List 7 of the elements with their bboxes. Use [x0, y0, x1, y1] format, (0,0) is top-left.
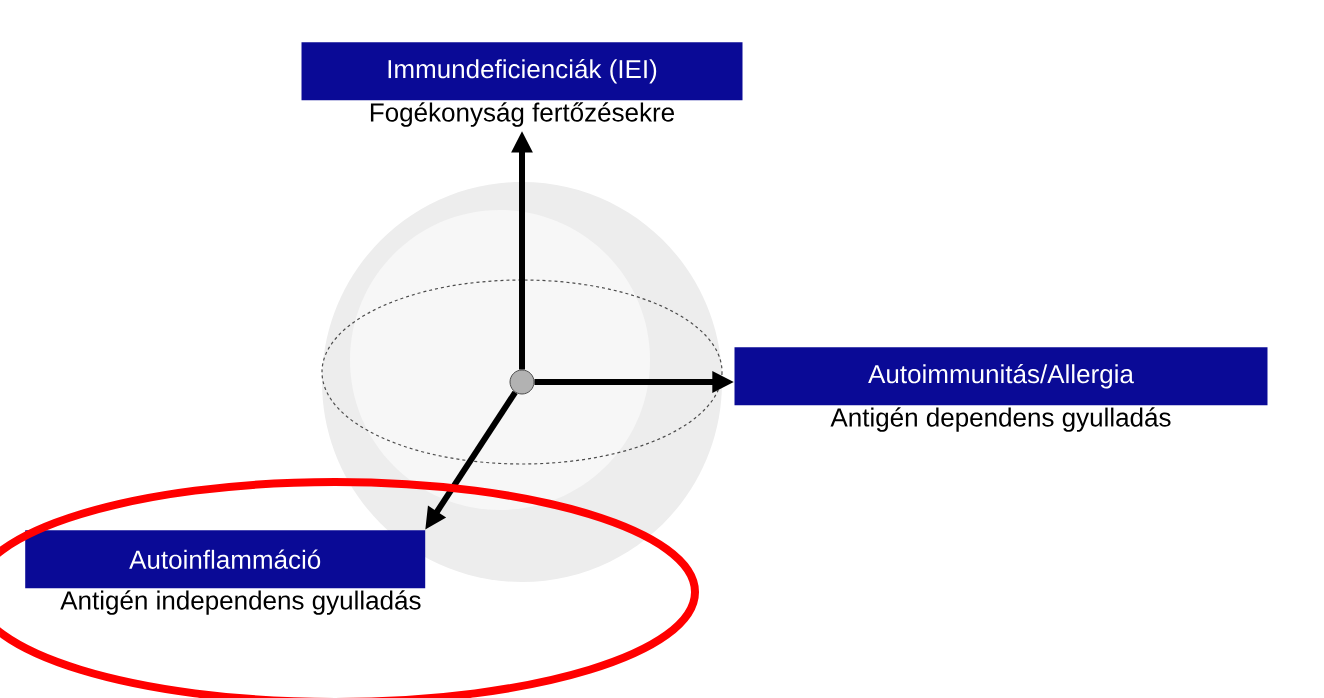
heading-box: Autoinflammáció — [25, 530, 426, 589]
heading-box: Immundeficienciák (IEI) — [301, 42, 743, 101]
subtitle-text: Fogékonyság fertőzésekre — [370, 102, 674, 127]
center-dot — [509, 369, 535, 395]
heading-box: Autoimmunitás/Allergia — [734, 347, 1268, 406]
subtitle-text: Antigén dependens gyulladás — [830, 407, 1171, 432]
subtitle-text: Antigén independens gyulladás — [60, 590, 421, 615]
